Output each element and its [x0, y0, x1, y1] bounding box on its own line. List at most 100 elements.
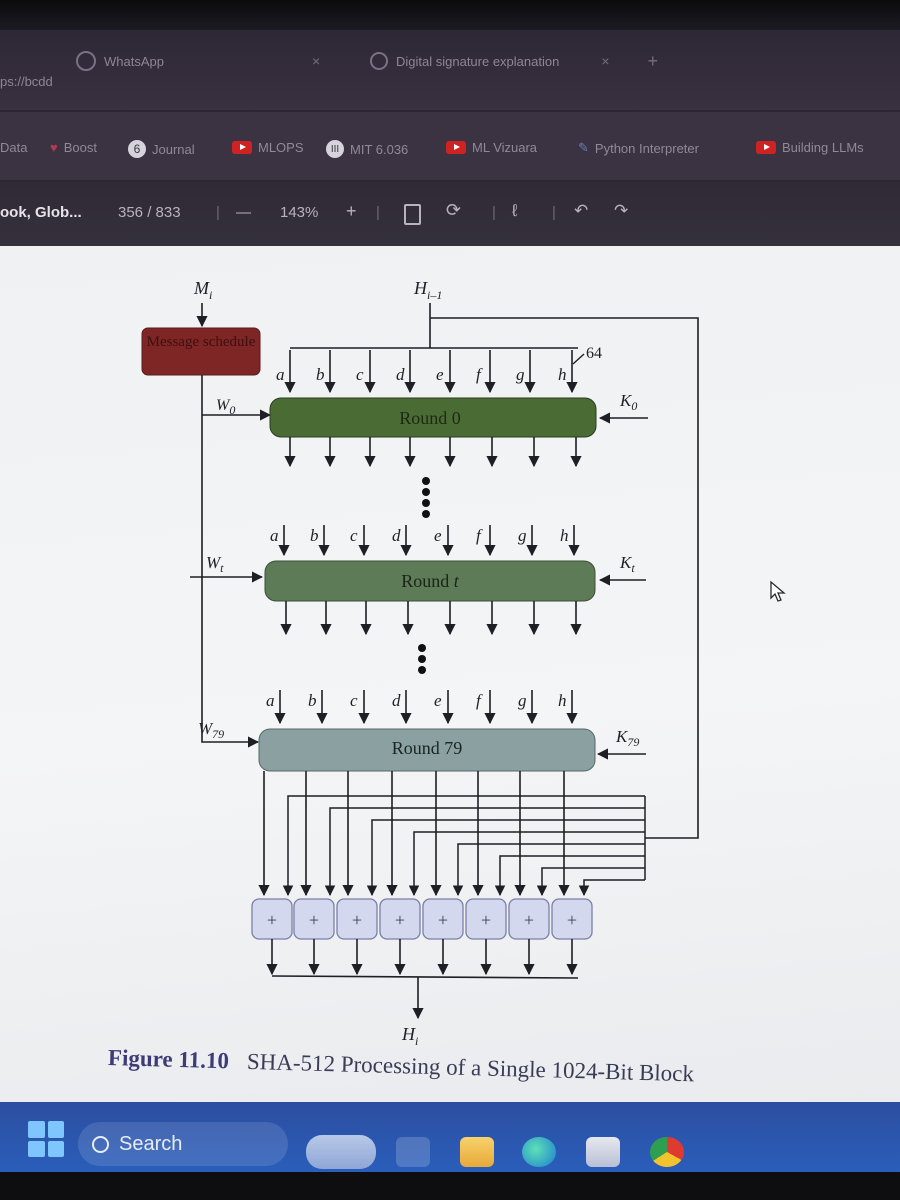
- task-view-icon[interactable]: [396, 1137, 430, 1167]
- monitor-bezel-bottom: [0, 1172, 900, 1200]
- monitor-bezel-top: [0, 0, 900, 30]
- python-icon: ✎: [578, 140, 589, 155]
- undo-icon[interactable]: ↶: [574, 201, 589, 220]
- word-label-h: h: [558, 365, 567, 384]
- close-icon[interactable]: ×: [311, 53, 321, 69]
- feedback-line: [430, 317, 699, 839]
- feedback-branch: [282, 795, 645, 897]
- divider: |: [216, 204, 220, 221]
- store-icon[interactable]: [586, 1137, 620, 1167]
- adder-box: +: [336, 898, 378, 940]
- mit-icon: III: [326, 140, 344, 158]
- whatsapp-icon: [76, 51, 96, 71]
- wt-label: Wt: [206, 553, 224, 575]
- round-t-box: Round t: [264, 560, 596, 602]
- round-t-label: Round t: [401, 571, 460, 591]
- fit-page-icon[interactable]: [404, 204, 421, 229]
- feedback-branch: [452, 843, 645, 897]
- word-label-e: e: [434, 691, 442, 710]
- close-icon[interactable]: ×: [601, 53, 610, 69]
- feedback-branch: [324, 807, 645, 897]
- redo-icon[interactable]: ↷: [614, 201, 629, 220]
- k79-label: K79: [615, 727, 639, 749]
- input-h-label: Hi–1: [413, 278, 442, 302]
- file-explorer-icon[interactable]: [460, 1137, 494, 1167]
- bookmark-ml-vizuara[interactable]: ML Vizuara: [446, 140, 537, 155]
- adder-symbol: +: [395, 910, 405, 930]
- partial-url-text: ps://bcdd: [0, 73, 53, 89]
- bus-width-slash: [572, 353, 585, 365]
- tab-label: WhatsApp: [104, 53, 164, 69]
- bookmark-mit[interactable]: III MIT 6.036: [326, 140, 408, 158]
- bookmark-journal[interactable]: 6 Journal: [128, 140, 195, 158]
- page-indicator[interactable]: 356 / 833: [118, 204, 181, 221]
- word-label-c: c: [350, 691, 358, 710]
- word-label-f: f: [476, 691, 483, 710]
- word-label-d: d: [396, 365, 405, 384]
- youtube-icon: [446, 141, 466, 154]
- round-79-box: Round 79: [258, 728, 596, 772]
- mouse-cursor-icon: [770, 580, 786, 602]
- divider: |: [552, 204, 556, 221]
- feedback-branch: [366, 819, 645, 897]
- bus-width-label: 64: [586, 345, 602, 362]
- word-label-d: d: [392, 526, 401, 545]
- new-tab-button[interactable]: +: [647, 50, 659, 71]
- word-label-f: f: [476, 526, 483, 545]
- start-button[interactable]: [28, 1121, 64, 1157]
- journal-icon: 6: [128, 140, 146, 158]
- feedback-branch: [408, 831, 645, 897]
- adder-box: +: [251, 898, 293, 940]
- word-label-a: a: [276, 365, 285, 384]
- search-icon: [92, 1135, 109, 1153]
- word-label-b: b: [316, 365, 325, 384]
- bookmark-boost[interactable]: ♥ Boost: [50, 140, 97, 155]
- output-bus: [271, 975, 579, 979]
- adder-box: +: [379, 898, 421, 940]
- adder-box: +: [422, 898, 464, 940]
- document-title: ook, Glob...: [0, 204, 82, 221]
- browser-tab-bar: ps://bcdd: [0, 30, 900, 110]
- draw-icon[interactable]: ℓ: [512, 201, 518, 220]
- weather-widget-icon[interactable]: [306, 1135, 376, 1169]
- bookmark-mlops[interactable]: MLOPS: [232, 140, 304, 155]
- bookmark-label: MIT 6.036: [350, 141, 409, 157]
- bookmark-python[interactable]: ✎ Python Interpreter: [578, 140, 699, 156]
- zoom-in-button[interactable]: +: [346, 201, 357, 221]
- adder-symbol: +: [481, 910, 491, 930]
- edge-browser-icon[interactable]: [522, 1137, 556, 1167]
- rotate-icon[interactable]: ⟳: [446, 200, 462, 220]
- word-label-c: c: [356, 365, 364, 384]
- round-0-label: Round 0: [399, 408, 461, 428]
- word-label-h: h: [560, 526, 569, 545]
- tab-label: Digital signature explanation: [396, 53, 560, 69]
- word-label-b: b: [308, 691, 317, 710]
- word-label-a: a: [266, 691, 275, 710]
- taskbar-search[interactable]: Search: [78, 1122, 288, 1166]
- round-0-box: Round 0: [269, 397, 597, 438]
- adder-symbol: +: [524, 910, 534, 930]
- round0-input-arrows: [274, 350, 580, 725]
- w79-label: W79: [198, 719, 224, 741]
- bookmark-label: Building LLMs: [782, 140, 864, 155]
- bookmark-building-llms[interactable]: Building LLMs: [756, 140, 864, 155]
- ellipsis-dots-2: [418, 644, 426, 674]
- bookmark-label: Boost: [63, 140, 97, 155]
- chrome-icon[interactable]: [650, 1137, 684, 1167]
- tab-whatsapp[interactable]: WhatsApp ×: [76, 44, 320, 78]
- adder-symbol: +: [352, 910, 362, 930]
- word-label-e: e: [434, 526, 442, 545]
- word-label-a: a: [270, 526, 279, 545]
- bookmark-data[interactable]: Data: [0, 140, 27, 155]
- heart-icon: ♥: [50, 140, 58, 155]
- zoom-out-button[interactable]: —: [236, 204, 251, 221]
- partial-url: ps://bcdd: [0, 64, 53, 98]
- word-label-c: c: [350, 526, 358, 545]
- schedule-label: Message schedule: [147, 334, 256, 350]
- word-label-f: f: [476, 365, 483, 384]
- tab-digital-signature[interactable]: Digital signature explanation × +: [370, 44, 658, 78]
- adder-symbol: +: [438, 910, 448, 930]
- word-label-b: b: [310, 526, 319, 545]
